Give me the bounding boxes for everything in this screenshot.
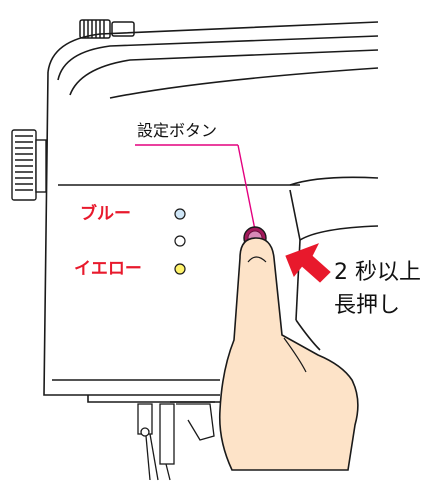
push-arrow-icon <box>285 243 331 283</box>
led-label-blue: ブルー <box>80 204 131 224</box>
instruction-duration: 2 秒以上 <box>334 260 421 285</box>
instruction-long-press: 長押し <box>334 293 401 318</box>
callout-leader-line <box>135 144 256 231</box>
led-yellow-icon <box>174 263 186 275</box>
led-label-yellow: イエロー <box>74 259 142 279</box>
needle-assembly <box>137 403 215 481</box>
side-handwheel <box>11 129 47 201</box>
setting-button-callout: 設定ボタン <box>137 121 218 140</box>
led-white-icon <box>174 235 186 247</box>
led-blue-icon <box>174 208 186 220</box>
finger-pressing-icon <box>218 237 359 471</box>
